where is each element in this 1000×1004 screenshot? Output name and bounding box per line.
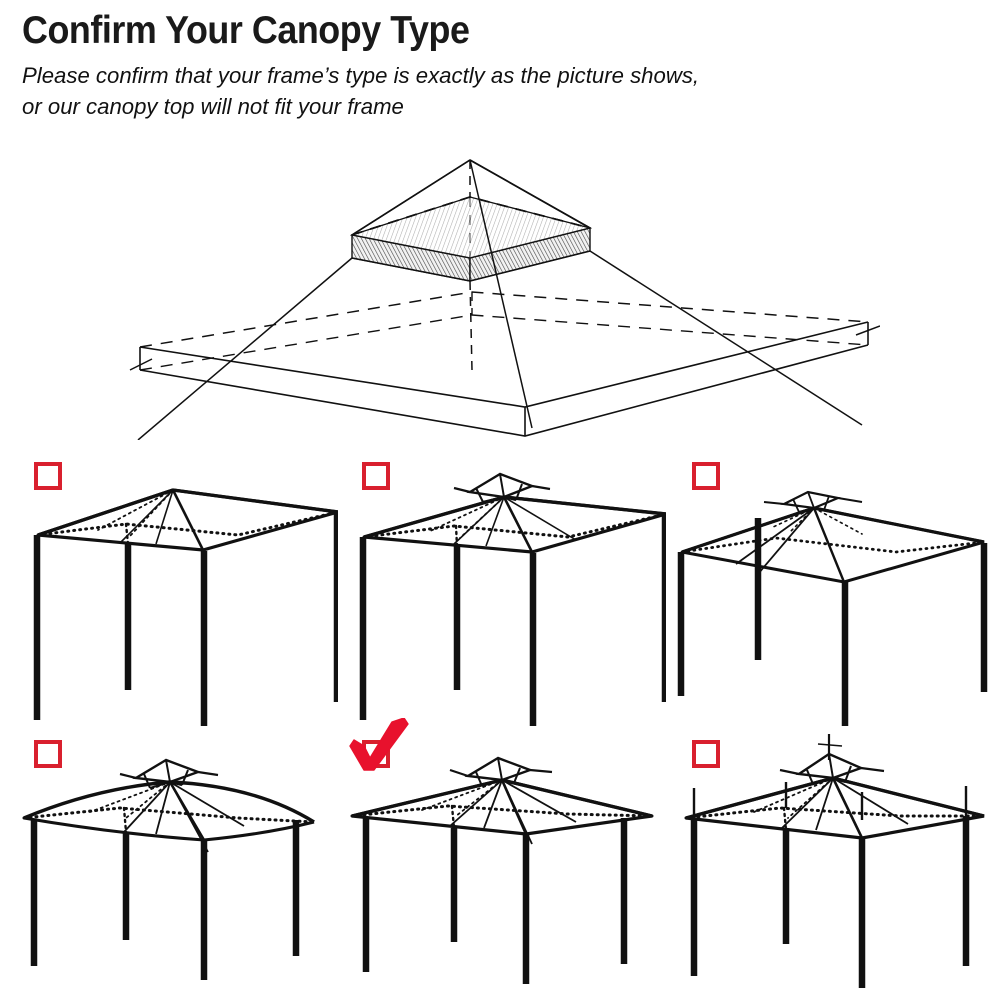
page-title: Confirm Your Canopy Type — [22, 9, 470, 52]
option-cell-2[interactable] — [336, 452, 666, 726]
option-checkbox-1[interactable] — [34, 462, 62, 490]
option-checkbox-4[interactable] — [34, 740, 62, 768]
option-cell-4[interactable] — [8, 730, 338, 1004]
header: Confirm Your Canopy Type Please confirm … — [22, 8, 982, 122]
option-cell-5[interactable] — [336, 718, 666, 1004]
page-subtitle-line-2: or our canopy top will not fit your fram… — [22, 94, 404, 119]
page-subtitle: Please confirm that your frame’s type is… — [22, 60, 968, 122]
canopy-type-options-grid — [0, 452, 1000, 1000]
option-checkbox-6[interactable] — [692, 740, 720, 768]
page-subtitle-line-1: Please confirm that your frame’s type is… — [22, 63, 700, 88]
option-checkbox-2[interactable] — [362, 462, 390, 490]
options-row-2 — [0, 718, 1000, 1004]
option-checkbox-5[interactable] — [362, 740, 390, 768]
option-cell-1[interactable] — [8, 452, 338, 726]
option-cell-6[interactable] — [666, 730, 996, 1004]
two-tier-canopy-top-diagram — [120, 140, 880, 440]
options-row-1 — [0, 452, 1000, 726]
option-cell-3[interactable] — [666, 452, 996, 726]
option-checkbox-3[interactable] — [692, 462, 720, 490]
